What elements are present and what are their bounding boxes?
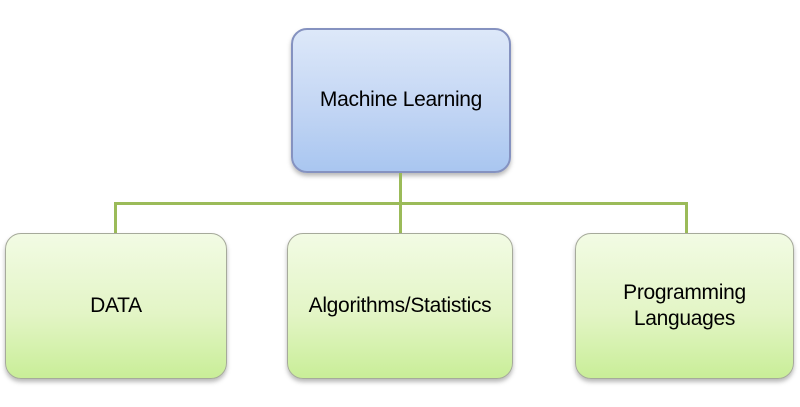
node-machine-learning: Machine Learning [291, 28, 511, 173]
connector-horizontal [114, 202, 688, 205]
node-data-label: DATA [90, 293, 142, 317]
node-machine-learning-label: Machine Learning [319, 88, 483, 112]
node-programming-languages: Programming Languages [575, 233, 794, 379]
node-algorithms-statistics: Algorithms/Statistics [287, 233, 513, 379]
connector-drop-languages [685, 204, 688, 233]
connector-root-stem [399, 173, 402, 204]
node-programming-languages-label: Programming Languages [623, 280, 746, 330]
connector-drop-algorithms [399, 204, 402, 233]
connector-drop-data [114, 204, 117, 233]
node-algorithms-statistics-label: Algorithms/Statistics [308, 293, 492, 317]
node-data: DATA [5, 233, 227, 379]
